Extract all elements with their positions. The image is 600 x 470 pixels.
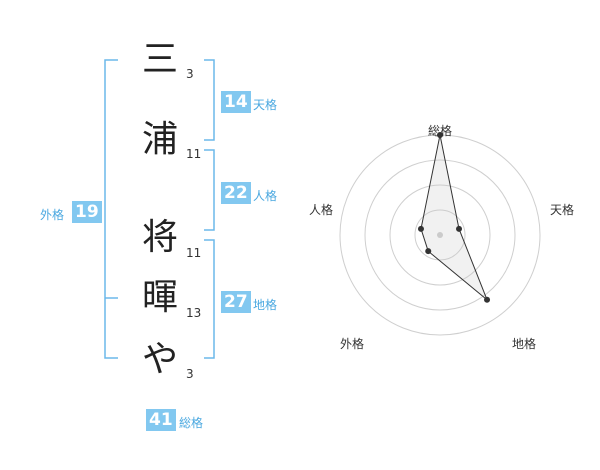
- gaikaku-bracket: [104, 59, 118, 359]
- gaikaku-value: 19: [72, 201, 102, 223]
- radar-axis-label-soukaku: 総格: [428, 124, 453, 138]
- radar-point-1: [437, 132, 443, 138]
- radar-center: [437, 232, 443, 238]
- chikaku-label: 地格: [253, 298, 278, 312]
- soukaku-label: 総格: [179, 416, 204, 430]
- stroke-count-3: 11: [186, 246, 202, 260]
- radar-axis-label-tenkaku: 天格: [550, 203, 575, 217]
- chikaku-bracket: [204, 239, 215, 359]
- radar-axis-label-jinkaku: 人格: [309, 203, 334, 217]
- soukaku-value: 41: [146, 409, 176, 431]
- jinkaku-label: 人格: [253, 189, 278, 203]
- radar-series-polygon: [420, 134, 488, 301]
- name-char-4: 暉: [141, 277, 178, 318]
- radar-point-4: [425, 248, 432, 255]
- name-char-1: 三: [141, 39, 178, 80]
- name-char-5: や: [141, 339, 178, 380]
- radar-point-2: [456, 225, 463, 232]
- tenkaku-label: 天格: [253, 98, 278, 112]
- radar-axis-label-chikaku: 地格: [512, 337, 537, 351]
- radar-chart: [339, 132, 541, 336]
- radar-ring: [364, 159, 516, 311]
- radar-ring: [389, 184, 491, 286]
- stroke-count-4: 13: [186, 306, 202, 320]
- stroke-count-1: 3: [186, 67, 194, 81]
- radar-axis-label-gaikaku: 外格: [340, 337, 365, 351]
- tenkaku-bracket: [204, 59, 215, 141]
- gaikaku-label: 外格: [40, 208, 65, 222]
- radar-point-3: [484, 296, 491, 303]
- chikaku-value: 27: [221, 291, 251, 313]
- stroke-count-5: 3: [186, 367, 194, 381]
- stroke-count-2: 11: [186, 147, 202, 161]
- name-char-3: 将: [141, 217, 178, 258]
- radar-ring: [414, 209, 466, 261]
- name-char-2: 浦: [141, 119, 178, 160]
- jinkaku-value: 22: [221, 182, 251, 204]
- jinkaku-bracket: [204, 149, 215, 231]
- radar-point-5: [417, 225, 424, 232]
- tenkaku-value: 14: [221, 91, 251, 113]
